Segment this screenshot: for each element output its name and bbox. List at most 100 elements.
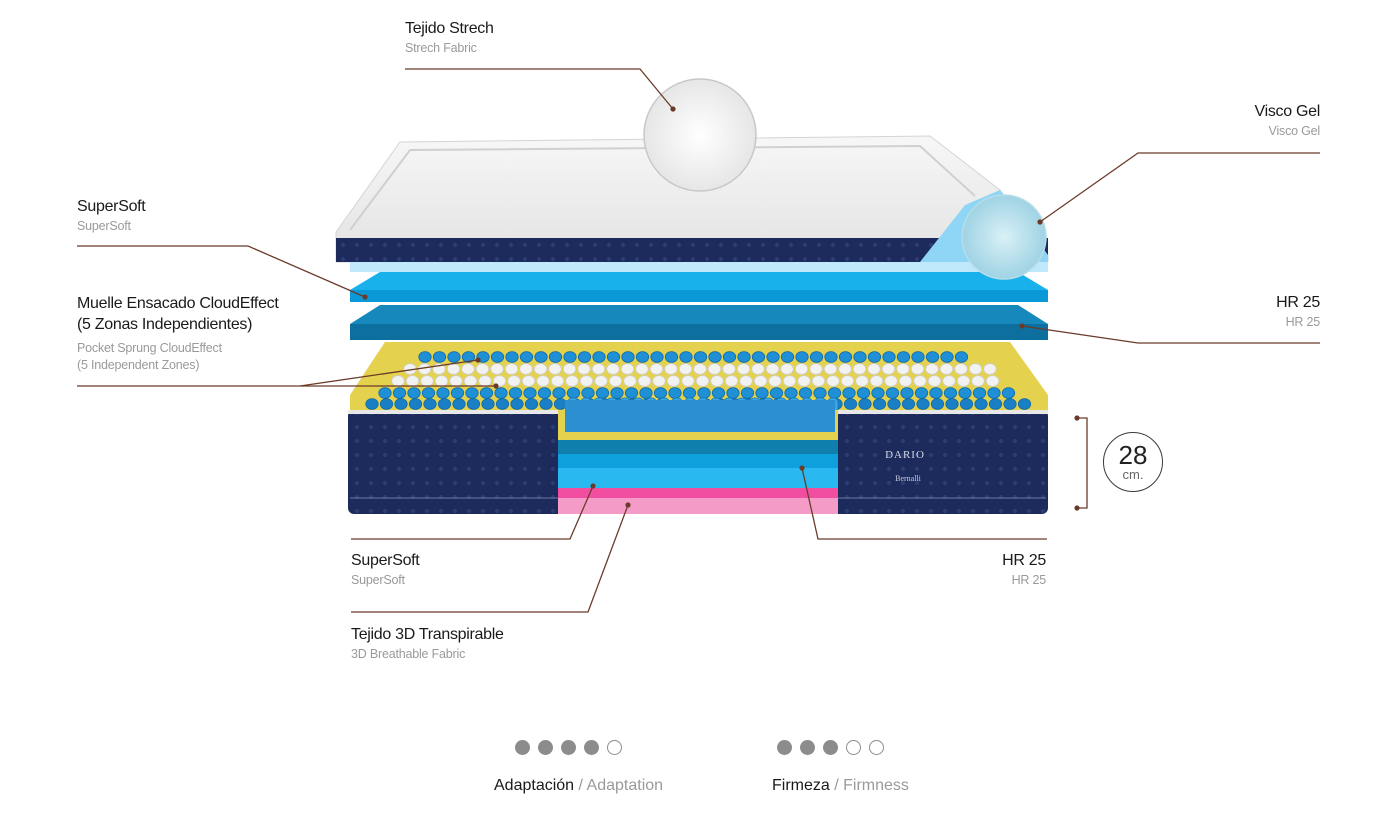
spring-coil: [595, 387, 610, 399]
spring-coil: [867, 363, 881, 375]
spring-coil: [624, 387, 639, 399]
spring-coil: [620, 363, 635, 375]
spring-coil: [985, 375, 1000, 387]
spring-coil: [855, 375, 869, 387]
spring-coil: [392, 387, 407, 399]
spring-coil: [956, 375, 971, 387]
spring-coil: [780, 351, 795, 363]
spring-coil: [666, 375, 681, 387]
spring-coil: [988, 398, 1003, 410]
top-comfort-layer: [335, 135, 1049, 263]
spring-coil: [693, 351, 708, 363]
spring-coil: [437, 398, 452, 410]
label-en: Adaptation: [586, 777, 664, 794]
spring-coil: [925, 363, 939, 375]
spring-coil: [495, 398, 510, 410]
spring-coil: [954, 363, 968, 375]
label-title: SuperSoft: [351, 552, 420, 569]
spring-coil: [481, 398, 495, 410]
rating-dot-filled: [777, 740, 792, 755]
spring-coil: [898, 375, 913, 387]
spring-coil: [478, 375, 492, 387]
label-separator: /: [578, 777, 583, 794]
spring-coil: [565, 375, 579, 387]
mattress-base: [348, 400, 1048, 514]
strech-fabric-magnifier: [643, 78, 757, 192]
spring-coil: [910, 363, 925, 375]
spring-coil: [452, 398, 466, 410]
label-subtitle: SuperSoft: [77, 219, 131, 234]
spring-coil: [840, 375, 855, 387]
spring-coil: [769, 387, 784, 399]
label-en: Firmness: [843, 777, 909, 794]
spring-coil: [461, 351, 476, 363]
spring-coil: [826, 375, 840, 387]
spring-coil: [766, 351, 780, 363]
label-visco-gel: Visco Gel Visco Gel: [1255, 103, 1321, 139]
spring-coil: [809, 363, 823, 375]
spring-coil: [809, 351, 824, 363]
spring-coil: [494, 387, 508, 399]
thickness-unit: cm.: [1122, 467, 1144, 482]
spring-coil: [521, 375, 536, 387]
spring-coil: [853, 351, 867, 363]
spring-coil: [740, 387, 755, 399]
spring-coil: [378, 387, 392, 399]
spring-coil: [722, 351, 737, 363]
spring-coil: [843, 398, 858, 410]
spring-coil: [539, 398, 553, 410]
spring-coil: [650, 351, 664, 363]
label-separator: /: [834, 777, 839, 794]
spring-coil: [780, 363, 794, 375]
spring-coil: [722, 363, 736, 375]
spring-coil: [852, 363, 867, 375]
spring-coil: [782, 375, 797, 387]
spring-coil: [432, 351, 447, 363]
spring-coil: [794, 363, 809, 375]
spring-coil: [726, 387, 740, 399]
adaptation-rating: [515, 740, 622, 755]
label-title: Tejido Strech: [405, 20, 494, 37]
spring-coil: [379, 398, 394, 410]
spring-coil: [420, 375, 434, 387]
cutaway-hr25-mid: [558, 454, 838, 468]
spring-coil: [959, 398, 974, 410]
spring-coil: [708, 351, 722, 363]
firmness-label: Firmeza / Firmness: [772, 777, 909, 795]
spring-coil: [867, 351, 882, 363]
rating-dot-filled: [800, 740, 815, 755]
spring-coil: [971, 375, 985, 387]
spring-coil: [739, 375, 753, 387]
spring-coil: [724, 375, 739, 387]
spring-coil: [594, 375, 608, 387]
spring-coil: [869, 375, 884, 387]
spring-coil: [900, 387, 914, 399]
label-subtitle: HR 25: [1011, 573, 1047, 588]
spring-coil: [1001, 387, 1016, 399]
spring-coil: [519, 363, 533, 375]
spring-coil: [784, 387, 798, 399]
spring-coil: [533, 363, 548, 375]
spring-coil: [577, 363, 591, 375]
label-supersoft-top: SuperSoft SuperSoft: [77, 198, 146, 234]
spring-coil: [652, 375, 666, 387]
spring-coil: [872, 398, 887, 410]
rating-dot-filled: [538, 740, 553, 755]
pocket-springs: [365, 351, 1032, 433]
spring-coil: [668, 387, 682, 399]
spring-coil: [450, 387, 465, 399]
rating-dots: [777, 740, 884, 755]
label-subtitle: HR 25: [1285, 315, 1321, 330]
spring-coil: [882, 351, 896, 363]
spring-coil: [679, 351, 693, 363]
cutaway-springs-band: [565, 400, 835, 432]
spring-coil: [479, 387, 494, 399]
spring-coil: [553, 398, 568, 410]
spring-coil: [1017, 398, 1032, 410]
label-hr25-bottom: HR 25 HR 25: [1002, 552, 1046, 588]
label-pocket-springs: Muelle Ensacado CloudEffect (5 Zonas Ind…: [77, 295, 279, 373]
spring-coil: [968, 363, 983, 375]
spring-coil: [871, 387, 885, 399]
spring-coil: [824, 351, 838, 363]
rating-dot-empty: [869, 740, 884, 755]
